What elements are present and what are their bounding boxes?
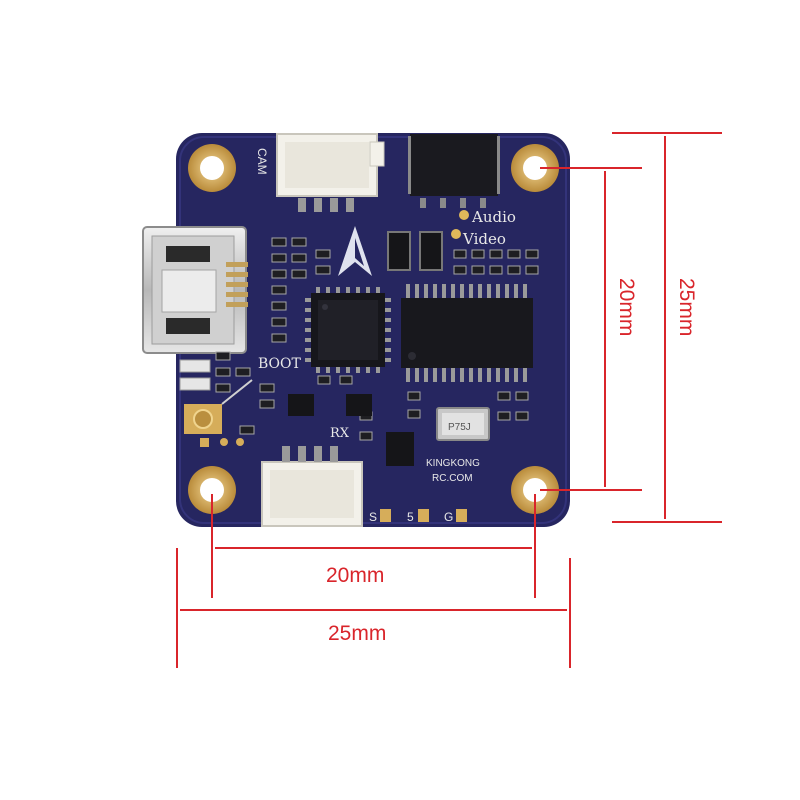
arrow-logo — [338, 226, 372, 276]
crystal-marking: P75J — [448, 422, 471, 433]
mounting-hole-bottom-left — [188, 466, 236, 514]
osd-chip — [401, 284, 533, 382]
usb-connector — [142, 226, 248, 354]
inductor — [387, 231, 411, 271]
rx-connector — [261, 446, 363, 527]
pad-s-label: S — [369, 510, 377, 524]
pad-g — [456, 509, 467, 522]
dim-label-horizontal-inner: 20mm — [326, 564, 384, 587]
pad-5-label: 5 — [407, 510, 414, 524]
transistors — [288, 394, 414, 466]
mcu-chip — [305, 287, 391, 373]
led — [179, 377, 211, 391]
crystal-oscillator: P75J — [436, 407, 490, 441]
rx-label: RX — [330, 426, 350, 441]
video-label: Video — [462, 230, 506, 248]
boot-label: BOOT — [258, 356, 302, 372]
inductor — [419, 231, 443, 271]
audio-pad — [459, 210, 469, 220]
dim-label-vertical-outer: 25mm — [675, 278, 698, 336]
mounting-hole-bottom-right — [511, 466, 559, 514]
pad-g-label: G — [444, 510, 453, 524]
brand-line-1: KINGKONG — [426, 458, 480, 469]
top-right-chip — [408, 134, 500, 208]
solder-pad — [220, 438, 228, 446]
cam-label: CAM — [255, 148, 269, 175]
cam-connector — [276, 133, 385, 212]
pad-s — [380, 509, 391, 522]
video-pad — [451, 229, 461, 239]
brand-line-2: RC.COM — [432, 473, 473, 484]
solder-pad — [236, 438, 244, 446]
mounting-hole-top-left — [188, 144, 236, 192]
audio-label: Audio — [471, 208, 516, 226]
solder-pad — [200, 438, 209, 447]
boot-pad — [184, 379, 253, 434]
led — [179, 359, 211, 373]
dim-label-horizontal-outer: 25mm — [328, 622, 386, 645]
dim-label-vertical-inner: 20mm — [615, 278, 638, 336]
pad-5 — [418, 509, 429, 522]
mounting-hole-top-right — [511, 144, 559, 192]
flight-controller-board: CAM Audio Video — [142, 133, 570, 527]
dimension-annotations — [176, 132, 722, 668]
